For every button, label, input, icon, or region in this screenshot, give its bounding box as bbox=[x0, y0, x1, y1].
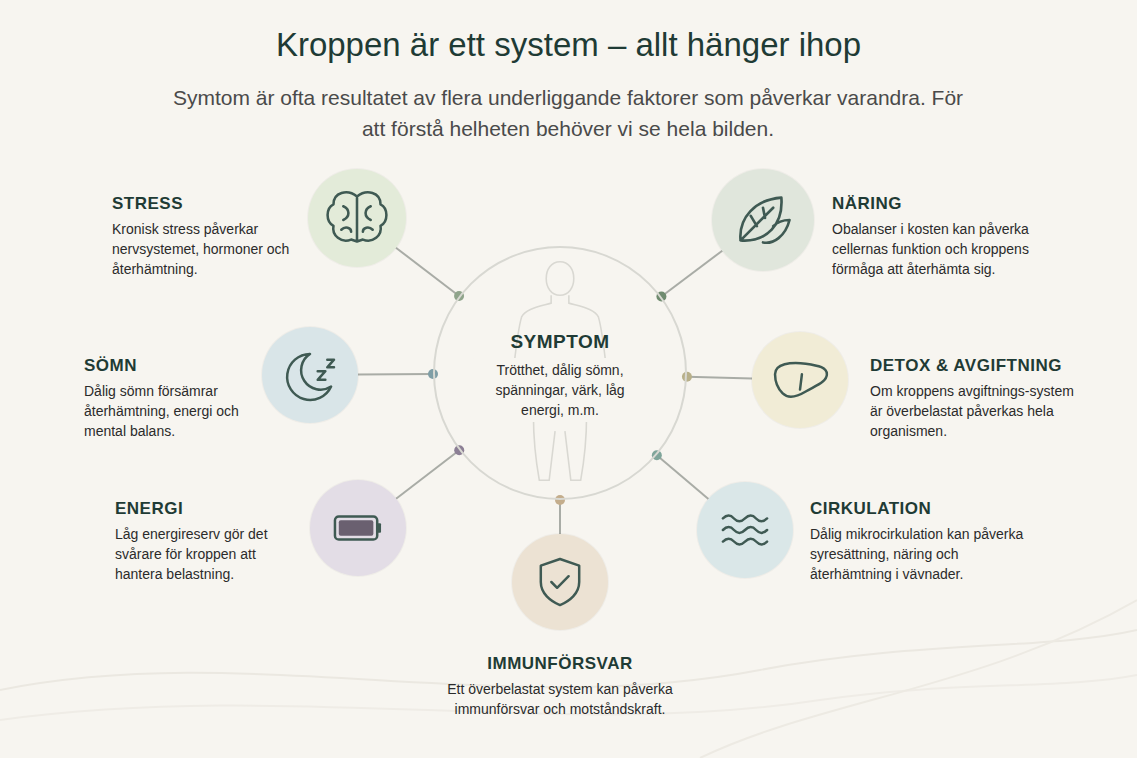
factor-icon bbox=[310, 480, 406, 576]
factor-text: Om kroppens avgiftnings-system är överbe… bbox=[870, 381, 1090, 441]
factor-text-group: IMMUNFÖRSVAR Ett överbelastat system kan … bbox=[420, 654, 700, 719]
junction-dot bbox=[454, 445, 464, 455]
factor-text-group: CIRKULATION Dålig mikrocirkulation kan på… bbox=[810, 499, 1032, 584]
connector-line bbox=[396, 450, 459, 498]
factor-text: Obalanser i kosten kan påverka cellernas… bbox=[832, 219, 1068, 279]
factor-heading: CIRKULATION bbox=[810, 499, 1032, 519]
swoosh-line bbox=[0, 675, 1137, 720]
factor-circle: CIRKULATIONDålig mikrocirkulation kan på… bbox=[697, 482, 793, 578]
factor-text: Kronisk stress påverkar nervsystemet, ho… bbox=[112, 219, 298, 279]
factor-icon bbox=[308, 169, 406, 267]
factor-icon bbox=[512, 534, 608, 630]
factor-heading: DETOX & AVGIFTNING bbox=[870, 356, 1090, 376]
connector-line bbox=[657, 455, 709, 499]
factor-circle: STRESSKronisk stress påverkar nervsystem… bbox=[308, 169, 406, 267]
factor-circle: IMMUNFÖRSVAREtt överbelastat system kan … bbox=[512, 534, 608, 630]
symptom-text: Trötthet, dålig sömn, spänningar, värk, … bbox=[470, 358, 650, 422]
connector-line bbox=[358, 373, 433, 376]
factor-text-group: DETOX & AVGIFTNING Om kroppens avgiftning… bbox=[870, 356, 1090, 441]
connector-line bbox=[396, 248, 459, 296]
factor-text: Dålig mikrocirkulation kan påverka syres… bbox=[810, 524, 1032, 584]
symptom-heading: SYMPTOM bbox=[510, 331, 609, 353]
factor-text: Ett överbelastat system kan påverka immu… bbox=[420, 679, 700, 719]
factor-circle: NÄRINGObalanser i kosten kan påverka cel… bbox=[712, 169, 814, 271]
factor-heading: ENERGI bbox=[115, 499, 301, 519]
junction-dot bbox=[454, 291, 464, 301]
diagram-caption: Symtom är ofta resultatet av flera under… bbox=[168, 82, 968, 144]
factor-heading: IMMUNFÖRSVAR bbox=[420, 654, 700, 674]
factor-heading: SÖMN bbox=[84, 356, 252, 376]
factor-text-group: NÄRING Obalanser i kosten kan påverka cel… bbox=[832, 194, 1068, 279]
connector-line bbox=[559, 500, 561, 534]
factor-icon bbox=[752, 332, 848, 428]
factor-text: Låg energireserv gör det svårare för kro… bbox=[115, 524, 301, 584]
symptom-circle: SYMPTOM Trötthet, dålig sömn, spänningar,… bbox=[433, 246, 687, 500]
factor-text-group: ENERGI Låg energireserv gör det svårare f… bbox=[115, 499, 301, 584]
factor-text-group: SÖMN Dålig sömn försämrar återhämtning, e… bbox=[84, 356, 252, 441]
factor-circle: ENERGILåg energireserv gör det svårare f… bbox=[310, 480, 406, 576]
factor-circle: DETOX & AVGIFTNINGOm kroppens avgiftning… bbox=[752, 332, 848, 428]
connector-line bbox=[661, 251, 722, 297]
junction-dot bbox=[656, 292, 666, 302]
junction-dot bbox=[555, 495, 565, 505]
factor-text-group: STRESS Kronisk stress påverkar nervsystem… bbox=[112, 194, 298, 279]
factor-text: Dålig sömn försämrar återhämtning, energ… bbox=[84, 381, 252, 441]
factor-icon bbox=[697, 482, 793, 578]
factor-circle: SÖMNDålig sömn försämrar återhämtning, e… bbox=[262, 327, 358, 423]
factor-icon bbox=[262, 327, 358, 423]
factor-heading: STRESS bbox=[112, 194, 298, 214]
junction-dot bbox=[652, 450, 662, 460]
diagram-title: Kroppen är ett system – allt hänger ihop bbox=[0, 26, 1137, 64]
factor-heading: NÄRING bbox=[832, 194, 1068, 214]
connector-line bbox=[687, 377, 752, 379]
swoosh-line bbox=[700, 600, 1137, 758]
factor-icon bbox=[712, 169, 814, 271]
